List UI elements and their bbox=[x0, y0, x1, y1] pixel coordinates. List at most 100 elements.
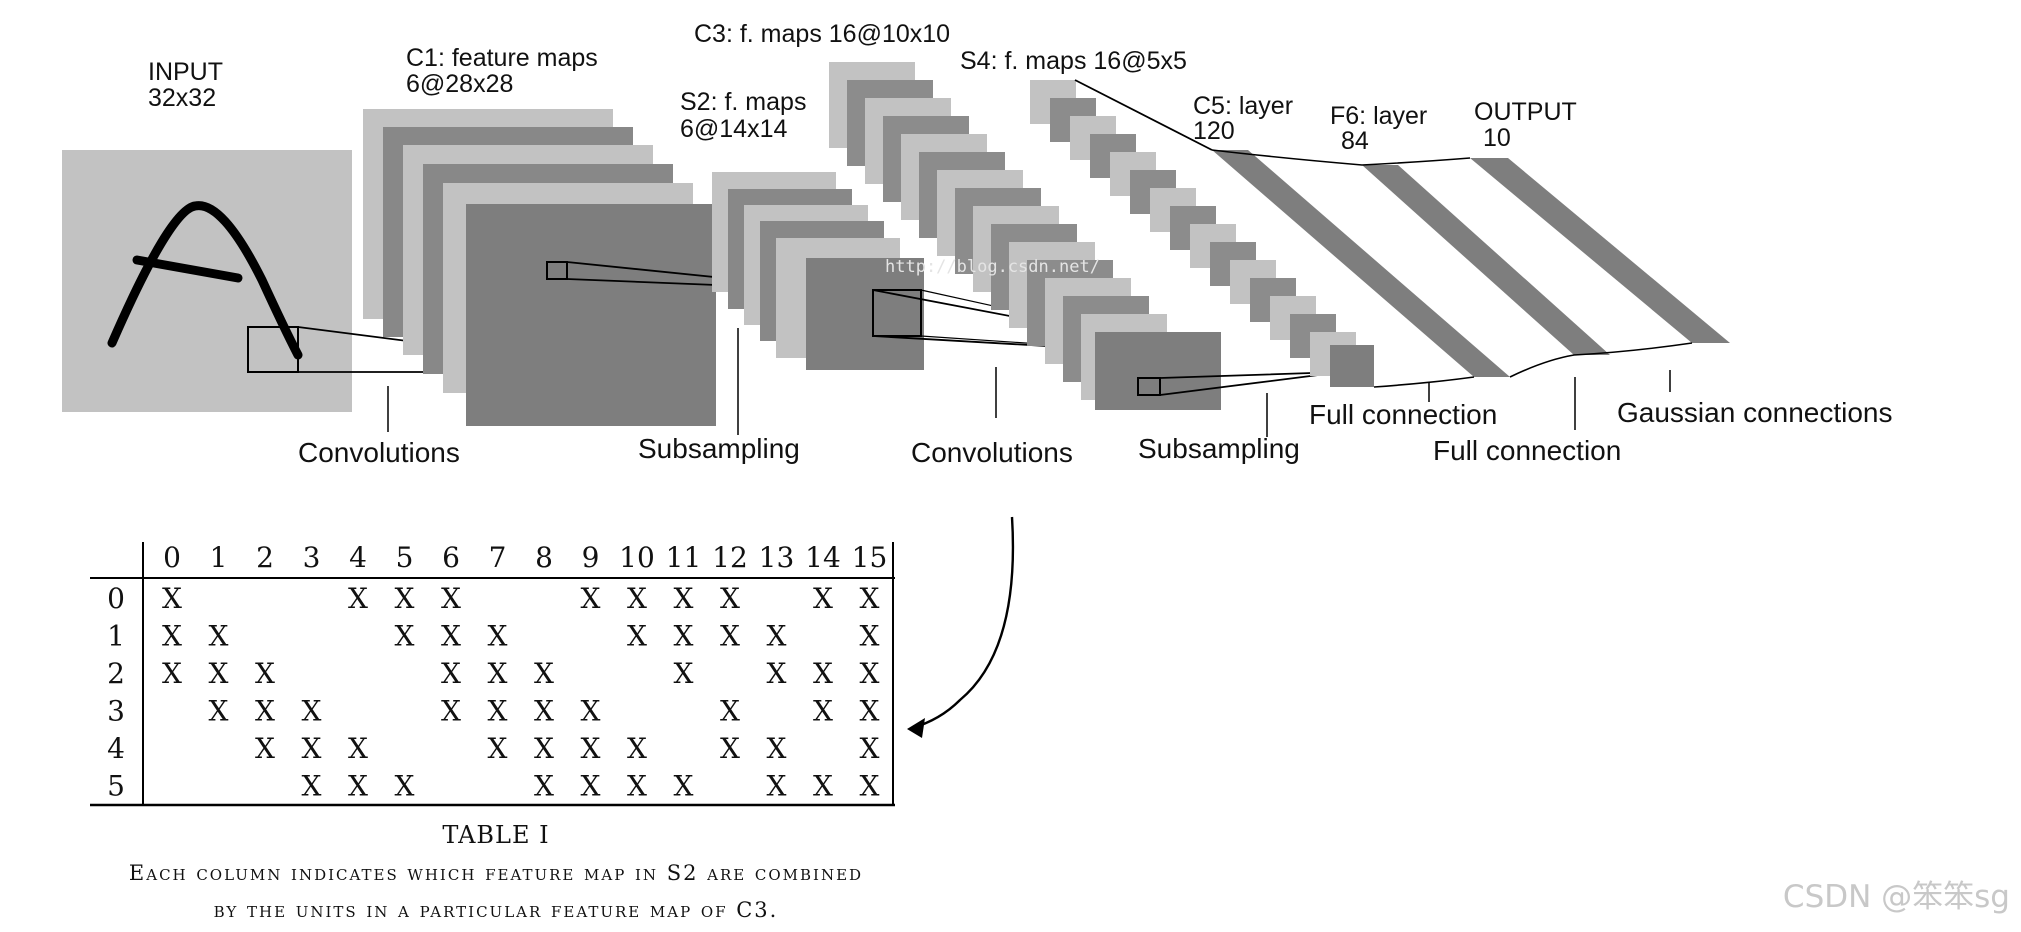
s2-label: S2: f. maps bbox=[680, 88, 806, 116]
table-cell-mark: X bbox=[348, 770, 368, 803]
table-row-header: 2 bbox=[107, 657, 125, 690]
table-cell-mark: X bbox=[488, 620, 508, 653]
c1-receptive-field bbox=[546, 261, 568, 280]
table-cell-mark: X bbox=[255, 657, 275, 690]
table-cell-mark: X bbox=[767, 770, 787, 803]
table-cell-mark: X bbox=[720, 695, 740, 728]
c3-receptive-field bbox=[1137, 377, 1161, 396]
f6-layer bbox=[1362, 165, 1610, 355]
table-cell-mark: X bbox=[255, 695, 275, 728]
s4-label: S4: f. maps 16@5x5 bbox=[960, 47, 1187, 75]
table-cell-mark: X bbox=[255, 732, 275, 765]
input-image bbox=[62, 150, 352, 412]
table-cell-mark: X bbox=[441, 582, 461, 615]
table-column-header: 1 bbox=[210, 541, 228, 574]
table-column-header: 3 bbox=[303, 541, 321, 574]
table-cell-mark: X bbox=[767, 657, 787, 690]
table-title: TABLE I bbox=[442, 821, 549, 849]
table-column-header: 6 bbox=[442, 541, 460, 574]
s2-receptive-field bbox=[872, 289, 922, 337]
c5-label: C5: layer bbox=[1193, 92, 1293, 120]
table-cell-mark: X bbox=[348, 582, 368, 615]
operation-tick-lines bbox=[387, 328, 1671, 437]
c1-size-label: 6@28x28 bbox=[406, 70, 513, 98]
table-column-header: 4 bbox=[349, 541, 367, 574]
c3-front-map bbox=[1095, 332, 1221, 410]
table-cell-mark: X bbox=[534, 695, 554, 728]
table-cell-mark: X bbox=[627, 620, 647, 653]
op-label-convolutions-1: Convolutions bbox=[298, 437, 460, 468]
table-cell-mark: X bbox=[488, 732, 508, 765]
table-cell-mark: X bbox=[162, 657, 182, 690]
table-cell-mark: X bbox=[767, 732, 787, 765]
table-cell-mark: X bbox=[395, 582, 415, 615]
c5-layer bbox=[1212, 150, 1510, 377]
table-cell-mark: X bbox=[720, 582, 740, 615]
table-cell-mark: X bbox=[581, 582, 601, 615]
table-cell-mark: X bbox=[813, 770, 833, 803]
table-row-header: 4 bbox=[107, 732, 125, 765]
table-caption-line-2: by the units in a particular feature map… bbox=[214, 898, 779, 922]
table-cell-mark: X bbox=[302, 770, 322, 803]
table-column-header: 11 bbox=[666, 541, 702, 574]
input-label: INPUT bbox=[148, 58, 223, 86]
table-cell-mark: X bbox=[860, 582, 880, 615]
table-column-header: 8 bbox=[535, 541, 553, 574]
table-column-header: 13 bbox=[759, 541, 795, 574]
csdn-watermark: CSDN @笨笨sg bbox=[1783, 879, 2010, 915]
table-cell-mark: X bbox=[581, 695, 601, 728]
table-cell-mark: X bbox=[581, 770, 601, 803]
table-cell-mark: X bbox=[674, 657, 694, 690]
table-cell-mark: X bbox=[441, 695, 461, 728]
table-cell-mark: X bbox=[674, 620, 694, 653]
table-cell-mark: X bbox=[395, 770, 415, 803]
s4-front-map bbox=[1330, 345, 1374, 387]
op-label-full-connection-1: Full connection bbox=[1309, 399, 1497, 430]
table-cell-mark: X bbox=[488, 695, 508, 728]
table-cell-mark: X bbox=[162, 620, 182, 653]
s2-feature-maps bbox=[712, 172, 924, 370]
c1-feature-maps bbox=[363, 109, 716, 426]
s4-to-c5-line bbox=[1074, 79, 1213, 151]
table-row-header: 0 bbox=[107, 582, 125, 615]
table-cell-mark: X bbox=[813, 582, 833, 615]
table-cell-mark: X bbox=[860, 620, 880, 653]
table-row-header: 1 bbox=[107, 620, 125, 653]
table-cell-mark: X bbox=[674, 582, 694, 615]
arrow-head bbox=[907, 718, 925, 738]
table-cell-mark: X bbox=[627, 732, 647, 765]
op-label-subsampling-2: Subsampling bbox=[1138, 433, 1300, 464]
table-column-header: 7 bbox=[489, 541, 507, 574]
op-label-full-connection-2: Full connection bbox=[1433, 435, 1621, 466]
table-cell-mark: X bbox=[441, 657, 461, 690]
f6-size-label: 84 bbox=[1341, 127, 1369, 155]
table-cell-mark: X bbox=[813, 657, 833, 690]
c5-size-label: 120 bbox=[1193, 117, 1235, 145]
table-cell-mark: X bbox=[860, 770, 880, 803]
table-cell-mark: X bbox=[534, 657, 554, 690]
c3-label: C3: f. maps 16@10x10 bbox=[694, 20, 950, 48]
table-cell-mark: X bbox=[395, 620, 415, 653]
table-cell-mark: X bbox=[162, 582, 182, 615]
input-letter-a bbox=[107, 201, 303, 360]
table-cell-mark: X bbox=[860, 732, 880, 765]
table-cell-mark: X bbox=[813, 695, 833, 728]
table-column-header: 2 bbox=[256, 541, 274, 574]
f6-label: F6: layer bbox=[1330, 102, 1427, 130]
table-cell-mark: X bbox=[534, 732, 554, 765]
table-caption-line-1: Each column indicates which feature map … bbox=[129, 861, 863, 885]
table-cell-mark: X bbox=[302, 695, 322, 728]
table-column-header: 14 bbox=[805, 541, 841, 574]
table-column-header: 12 bbox=[712, 541, 748, 574]
table-cell-mark: X bbox=[627, 582, 647, 615]
arrow-to-table bbox=[911, 516, 1015, 730]
table-cell-mark: X bbox=[860, 695, 880, 728]
table-cell-mark: X bbox=[627, 770, 647, 803]
op-label-subsampling-1: Subsampling bbox=[638, 433, 800, 464]
s2-size-label: 6@14x14 bbox=[680, 115, 787, 143]
table-cell-mark: X bbox=[209, 657, 229, 690]
